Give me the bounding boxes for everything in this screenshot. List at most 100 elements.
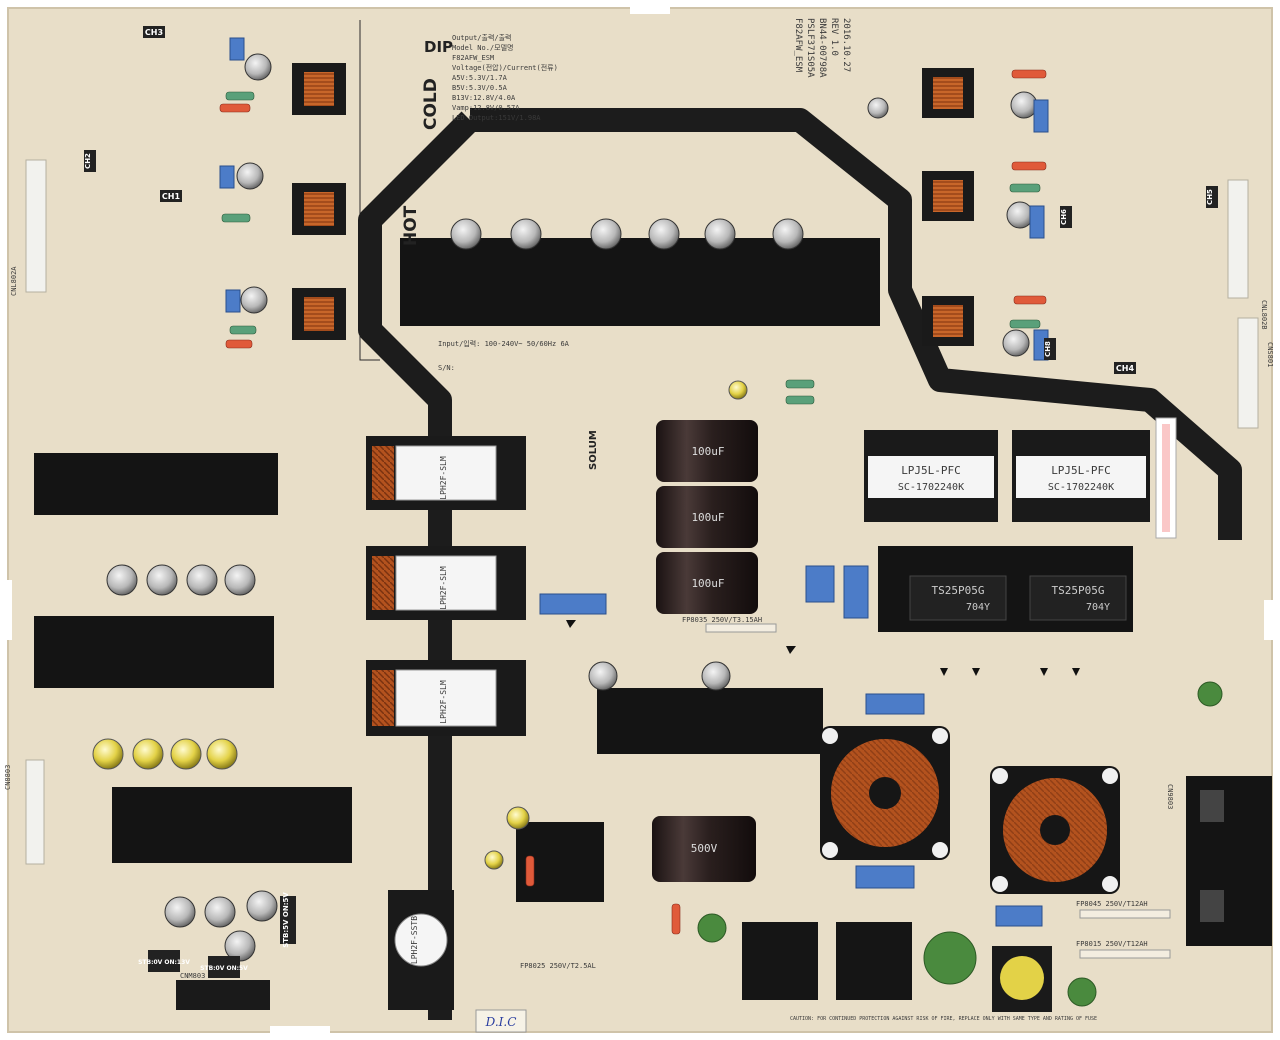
mosfet-1: TS25P05G 704Y	[909, 575, 1007, 621]
rating-line: Model No./모델명	[452, 43, 513, 52]
channel-code: CH5	[1206, 189, 1214, 205]
pfc-coil-2: LPJ5L-PFC SC-1702240K	[1012, 430, 1150, 522]
hot-cold-barrier-trace	[470, 108, 1242, 540]
ac-inlet-pin	[1200, 890, 1224, 922]
transformer-label: LPH2F-SLM	[439, 456, 448, 500]
capacitor-rating: 100uF	[691, 445, 724, 458]
relay-1	[742, 922, 818, 1000]
stb-labels: STB:5V ON:5V STB:0V ON:13V STB:0V ON:5V	[138, 892, 296, 978]
board-notch	[270, 1026, 330, 1040]
fuse-label: FP8045 250V/T12AH	[1076, 900, 1148, 908]
varistor	[923, 931, 977, 985]
rating-line: F82AFW_ESM	[452, 54, 494, 62]
channel-codes: CH3 CH2 CH1 CH4 CH5 CH6 CH8	[84, 26, 1218, 374]
channel-code: CH8	[1044, 341, 1052, 357]
mosfet-label: TS25P05G	[932, 584, 985, 597]
fuse	[1079, 949, 1171, 959]
input-line: S/N:	[438, 364, 455, 372]
pfc-coil-label: LPJ5L-PFC	[901, 464, 961, 477]
connector-labels: CN8803 CNL802A CNL802B CNS801 CNM803 CN9…	[4, 266, 1274, 980]
model-line: PSLF371S05A	[805, 18, 815, 78]
heatsink-left-2	[34, 616, 274, 688]
channel-code: CH4	[1116, 364, 1135, 373]
connector-label: CN9803	[1166, 784, 1174, 809]
connector-label: CNL802B	[1260, 300, 1268, 330]
rating-line: LED Output:151V/1.98A	[452, 114, 541, 122]
bulk-capacitors: 100uF 100uF 100uF 500V	[652, 420, 758, 882]
ac-inlet-connector	[1186, 776, 1272, 946]
mosfet-label: TS25P05G	[1052, 584, 1105, 597]
lvds-connector	[176, 980, 270, 1010]
model-line: REV 1.0	[829, 18, 839, 56]
channel-code: CH1	[162, 192, 181, 201]
llc-transformer-2: LPH2F-SLM	[366, 546, 526, 620]
llc-transformer-1: LPH2F-SLM	[366, 436, 526, 510]
fuse-label: FP8025 250V/T2.5AL	[520, 962, 596, 970]
connector-label: CNM803	[180, 972, 205, 980]
heatsink-left-1	[34, 453, 278, 515]
connector-label: CNL802A	[10, 266, 18, 296]
right-connector	[1227, 179, 1259, 429]
rating-line: A5V:5.3V/1.7A	[452, 74, 508, 82]
mosfet-code: 704Y	[966, 602, 990, 613]
hot-label: HOT	[401, 205, 421, 246]
transformer-label: LPH2F-SLM	[439, 680, 448, 724]
fuse-label: FP8035 250V/T3.15AH	[682, 616, 762, 624]
stb-label: STB:5V ON:5V	[282, 892, 290, 948]
resistors	[219, 69, 1047, 935]
board-notch	[0, 580, 12, 640]
channel-code: CH6	[1060, 209, 1068, 225]
stb-label: STB:0V ON:5V	[200, 965, 248, 972]
rating-line: Output/출력/출력	[452, 33, 511, 42]
capacitor-voltage: 500V	[691, 842, 718, 855]
pfc-coil-code: SC-1702240K	[898, 482, 964, 493]
isolation-line	[359, 20, 380, 361]
brand-label: SOLUM	[588, 430, 599, 470]
top-capacitor-row	[450, 218, 804, 250]
standby-transformers-left	[292, 63, 346, 340]
pfc-coil-code: SC-1702240K	[1048, 482, 1114, 493]
ac-inlet-pin	[1200, 790, 1224, 822]
left-connector	[25, 159, 47, 865]
fuse-labels: FP8035 250V/T3.15AH FP8045 250V/T12AH FP…	[520, 616, 1148, 970]
pfc-coil-label: LPJ5L-PFC	[1051, 464, 1111, 477]
connector-label: CN8803	[4, 765, 12, 790]
capacitor-rating: 100uF	[691, 577, 724, 590]
toroid-choke-1	[820, 726, 950, 860]
model-line: BN44-00798A	[817, 18, 827, 78]
transformer-label: LPH2F-SLM	[439, 566, 448, 610]
cold-label: COLD	[421, 78, 441, 130]
mosfet-code: 704Y	[1086, 602, 1110, 613]
stb-transformer-label: LPH2F-SSTB	[410, 916, 419, 964]
rating-line: Vamp:12.8V/0.57A	[452, 104, 520, 112]
heatsink-top	[400, 238, 880, 326]
fuse	[1079, 909, 1171, 919]
pfc-coil-1: LPJ5L-PFC SC-1702240K	[864, 430, 998, 522]
arrow-markers	[566, 620, 1080, 676]
model-line: 2016.10.27	[841, 18, 851, 72]
toroid-small	[1000, 956, 1044, 1000]
input-line: Input/입력: 100-240V~ 50/60Hz 6A	[438, 340, 570, 348]
y-capacitor	[697, 913, 727, 943]
barcode-sticker	[1155, 417, 1177, 539]
rating-line: B13V:12.8V/4.0A	[452, 94, 516, 102]
capacitor-rating: 100uF	[691, 511, 724, 524]
y-capacitor	[1197, 681, 1223, 707]
y-capacitor	[1067, 977, 1097, 1007]
model-info: F82AFW_ESM PSLF371S05A BN44-00798A REV 1…	[793, 18, 851, 78]
standby-transformer: LPH2F-SSTB	[388, 890, 454, 1010]
board-notch	[630, 0, 670, 14]
small-electrolytic-caps	[236, 53, 1038, 357]
fuse-label: FP8015 250V/T12AH	[1076, 940, 1148, 948]
output-capacitors-gold	[92, 380, 748, 870]
board-notch	[1264, 600, 1280, 640]
rating-line: B5V:5.3V/0.5A	[452, 84, 508, 92]
rating-block: Output/출력/출력 Model No./모델명 F82AFW_ESM Vo…	[452, 33, 558, 122]
relay-2	[836, 922, 912, 1000]
inspection-sticker	[475, 1009, 527, 1033]
llc-transformer-3: LPH2F-SLM	[366, 660, 526, 736]
fuse	[705, 623, 777, 633]
model-line: F82AFW_ESM	[793, 18, 803, 73]
channel-code: CH3	[145, 28, 163, 37]
